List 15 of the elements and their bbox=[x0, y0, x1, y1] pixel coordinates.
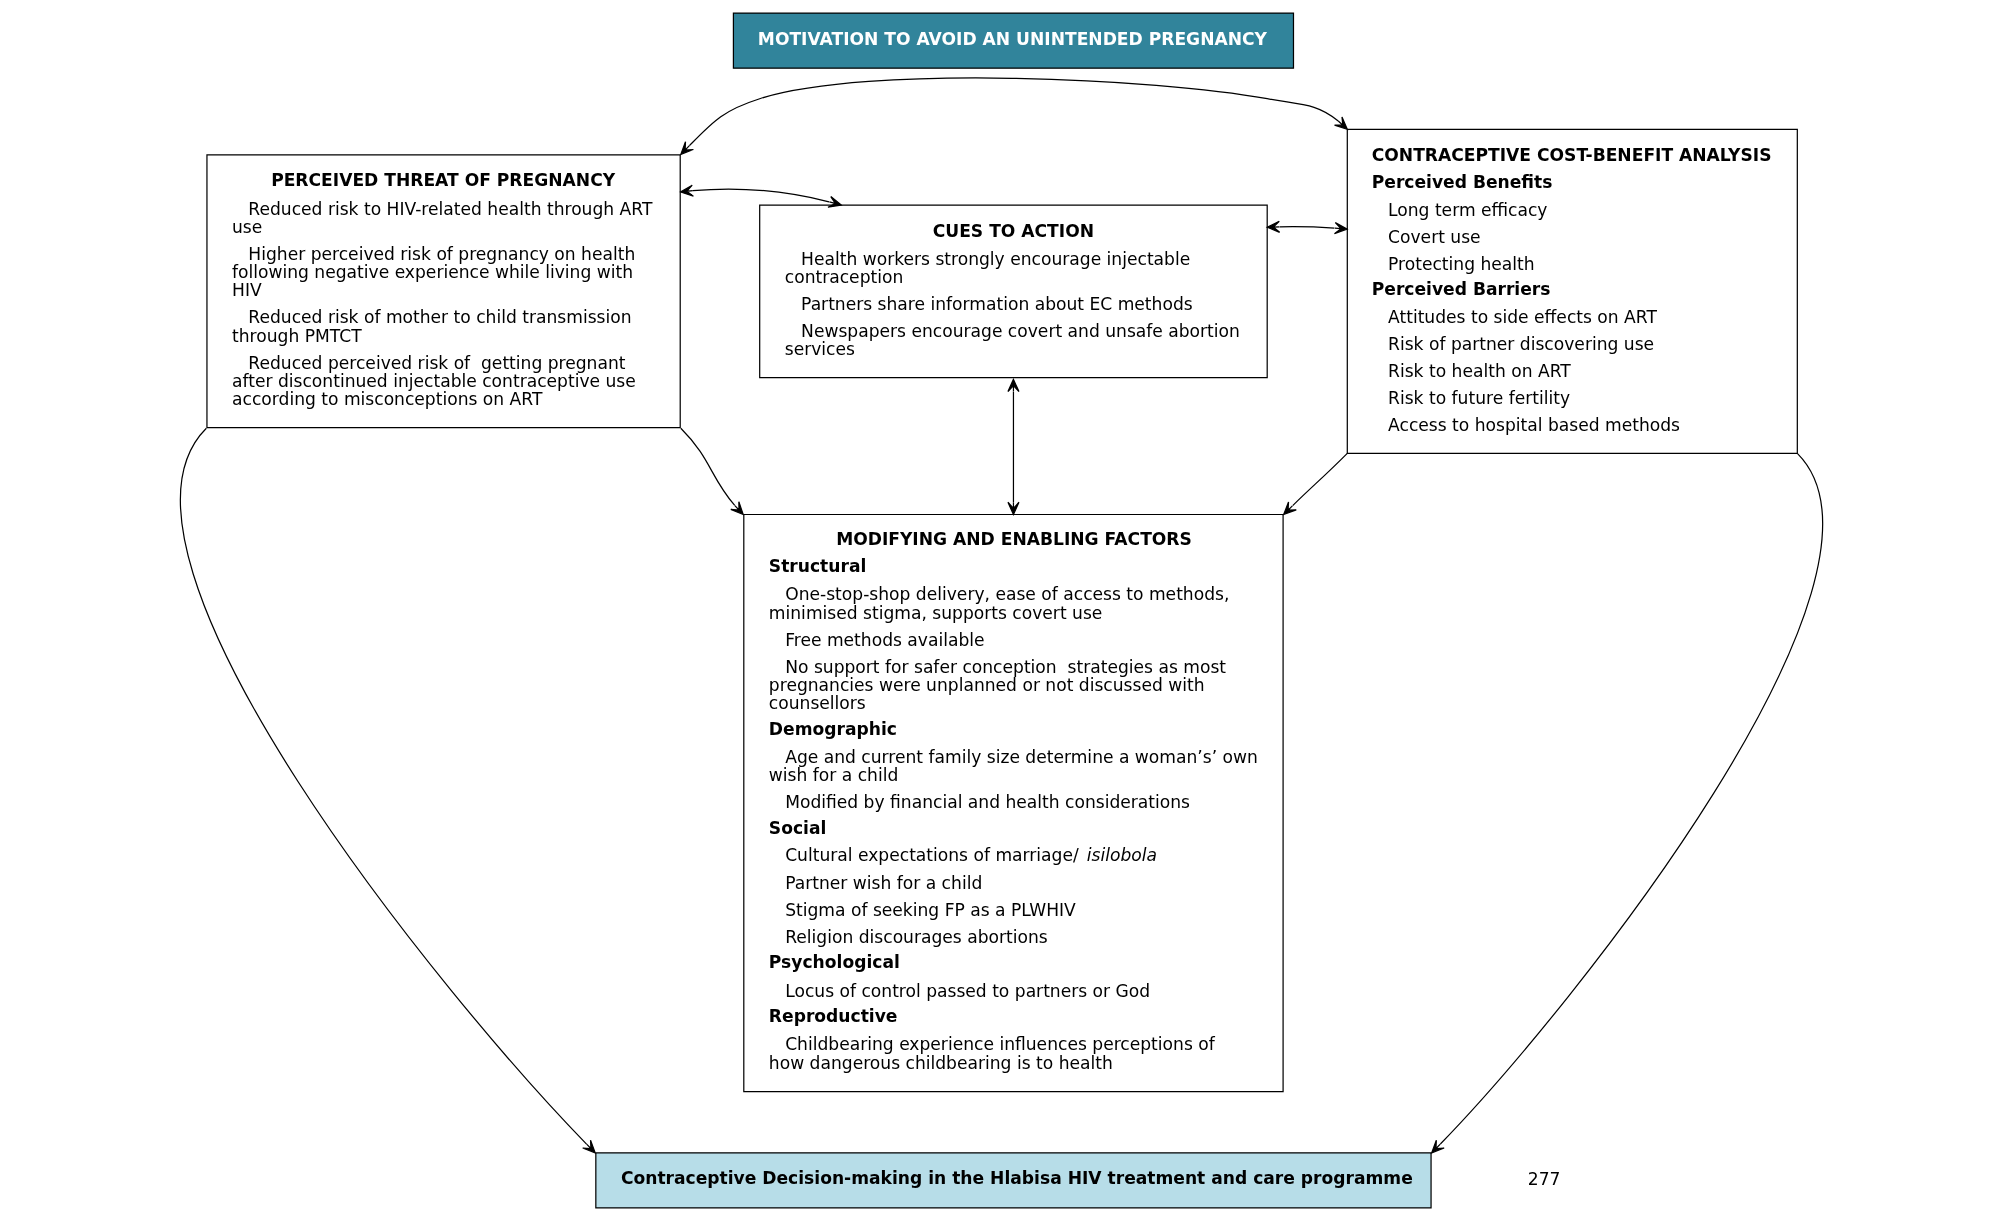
arrow bbox=[180, 427, 596, 1154]
arrow bbox=[679, 427, 744, 516]
arrow bbox=[1266, 220, 1348, 235]
arrow bbox=[1006, 378, 1020, 516]
node-box: PERCEIVED THREAT OF PREGNANCY Reduced risk to HIV-related health through ART use Higher perceived risk of pregnancy on health following negative experience while living with HIV Reduced risk of mother to child transmission through PMTCT Reduced perceived risk of getting pregnant after discontinued injectable contraceptive use according to misconceptions on ART bbox=[205, 154, 681, 429]
node-box: Contraceptive Decision-making in the Hlabisa HIV treatment and care programme bbox=[594, 1152, 1432, 1209]
node-box: CONTRACEPTIVE COST-BENEFIT ANALYSIS Perceived Benefits Long term efficacy Covert use Protecting health Perceived Barriers Attitudes to side effects on ART Risk of partner discovering use Risk to health on ART Risk to future fertility Access to hospital based methods bbox=[1346, 128, 1798, 454]
label: 277 bbox=[1527, 1168, 1561, 1189]
arrow bbox=[679, 184, 842, 208]
arrow bbox=[1430, 452, 1823, 1154]
node-box: MODIFYING AND ENABLING FACTORS Structural One-stop-shop delivery, ease of access to methods, minimised stigma, supports covert use Free methods available No support for safer conception strategies as most pregnancies were unplanned or not discussed with counsellors Demographic Age and current family size determine a woman’s’ own wish for a child Modified by financial and health considerations Social Cultural expectations of marriage/ isilobola Partner wish for a child Stigma of seeking FP as a PLWHIV Religion discourages abortions Psychological Locus of control passed to partners or God Reproductive Childbearing experience influences perceptions of how dangerous childbearing is to health bbox=[742, 513, 1284, 1093]
node-box: MOTIVATION TO AVOID AN UNINTENDED PREGNANCY bbox=[732, 12, 1294, 69]
arrow bbox=[1282, 452, 1348, 516]
node-box: CUES TO ACTION Health workers strongly encourage injectable contraception Partners share information about EC methods Newspapers encourage covert and unsafe abortion services bbox=[758, 204, 1268, 379]
arrow bbox=[679, 77, 1348, 155]
